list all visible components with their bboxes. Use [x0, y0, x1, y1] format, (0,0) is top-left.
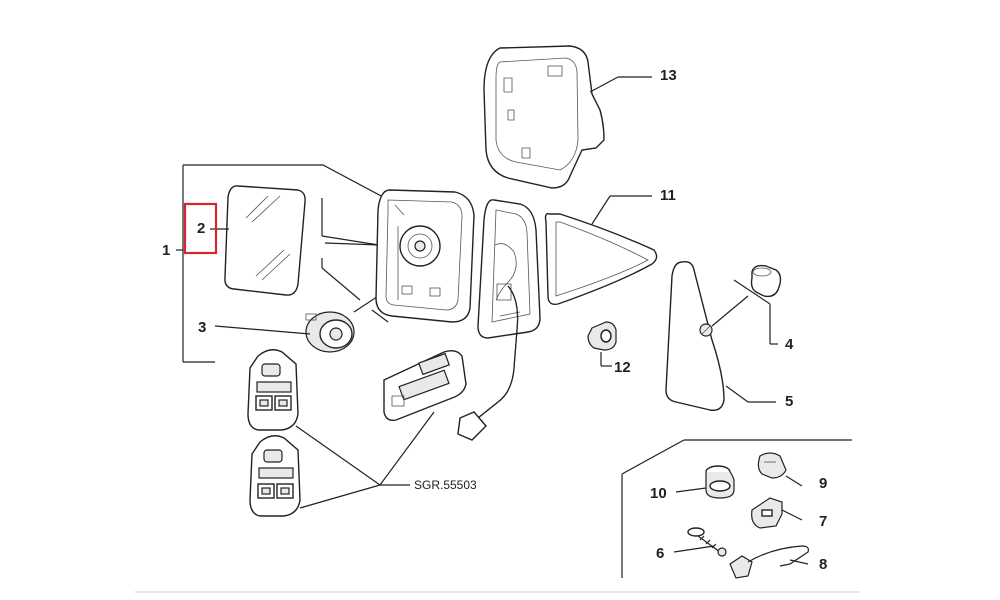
screw-part-6 [673, 527, 727, 557]
wire-clip-part-8 [729, 545, 809, 579]
callout-10: 10 [650, 485, 667, 502]
lower-cover-part [665, 260, 776, 411]
callout-4: 4 [785, 336, 794, 353]
callout-8: 8 [819, 556, 827, 573]
callout-13: 13 [660, 67, 677, 84]
highlight-box [183, 202, 218, 255]
mirror-cap-part [483, 45, 652, 189]
window-switch-upper [247, 349, 299, 431]
callout-12: 12 [614, 359, 631, 376]
cable-connector [457, 285, 519, 441]
window-switch-lower [249, 435, 301, 517]
small-cap-part [711, 264, 782, 345]
callout-3: 3 [198, 319, 206, 336]
mirror-housing [375, 189, 475, 323]
callout-9: 9 [819, 475, 827, 492]
assembly-bracket [176, 164, 384, 363]
callout-7: 7 [819, 513, 827, 530]
switch-leader-lines [295, 411, 435, 509]
motor-part [214, 311, 355, 353]
plug-part-10 [675, 465, 735, 499]
mirror-glass-part [210, 185, 306, 296]
window-switch-panel [383, 349, 467, 422]
callout-2: 2 [197, 220, 205, 237]
callout-6: 6 [656, 545, 664, 562]
callout-5: 5 [785, 393, 793, 410]
triangle-glass-part [544, 195, 658, 306]
callout-1: 1 [162, 242, 170, 259]
bracket-part-7 [751, 497, 803, 529]
mirror-back-frame [477, 199, 541, 339]
callout-11: 11 [660, 187, 676, 204]
clip-part-9 [757, 452, 803, 487]
small-parts-box [621, 439, 852, 578]
grommet-part [587, 321, 617, 367]
reference-code: SGR.55503 [414, 478, 477, 492]
